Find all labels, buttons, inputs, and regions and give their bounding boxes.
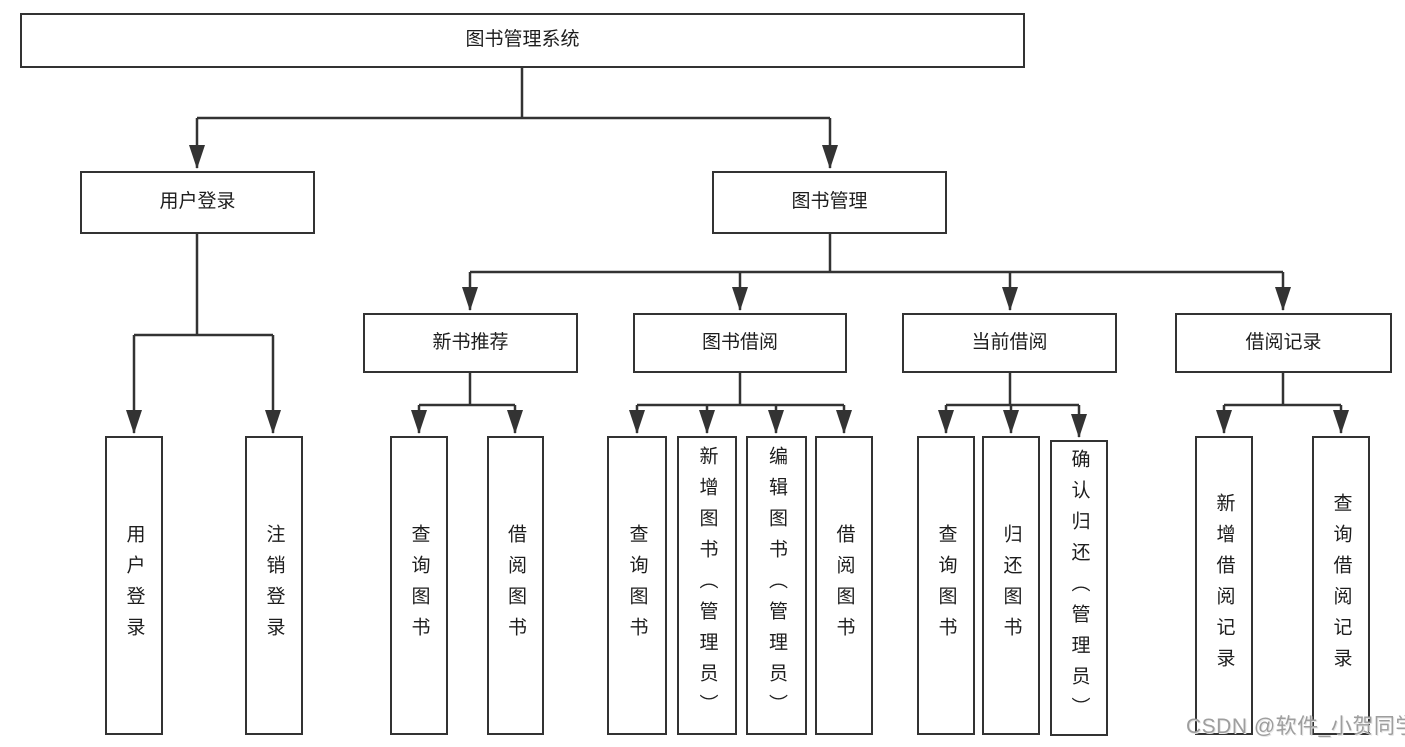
node-label: 图书管理 bbox=[791, 191, 868, 213]
node-leaf-user-login: 用户登录 bbox=[105, 436, 163, 735]
node-label: 注销登录 bbox=[263, 523, 285, 648]
node-label: 新书推荐 bbox=[432, 331, 509, 353]
node-label: 用户登录 bbox=[159, 191, 236, 213]
node-leaf-query-books-recommend: 查询图书 bbox=[390, 436, 448, 735]
node-leaf-logout: 注销登录 bbox=[245, 436, 303, 735]
node-leaf-confirm-return-admin: 确认归还（管理员） bbox=[1050, 440, 1108, 736]
node-leaf-return-books: 归还图书 bbox=[982, 436, 1040, 735]
node-label: 查询图书 bbox=[408, 523, 430, 648]
node-leaf-edit-books-admin: 编辑图书（管理员） bbox=[746, 436, 807, 735]
node-label: 查询图书 bbox=[626, 523, 648, 648]
node-new-book-recommendation: 新书推荐 bbox=[363, 313, 578, 373]
node-leaf-add-borrow-record: 新增借阅记录 bbox=[1195, 436, 1253, 735]
watermark: CSDN @软件_小贺同学 bbox=[1186, 715, 1405, 738]
node-label: 借阅记录 bbox=[1245, 331, 1322, 353]
node-leaf-query-books-borrow: 查询图书 bbox=[607, 436, 667, 735]
node-leaf-query-borrow-record: 查询借阅记录 bbox=[1312, 436, 1370, 735]
node-current-borrowing: 当前借阅 bbox=[902, 313, 1117, 373]
node-label: 图书管理系统 bbox=[465, 29, 580, 51]
node-label: 编辑图书（管理员） bbox=[766, 446, 787, 725]
node-leaf-borrow-books-recommend: 借阅图书 bbox=[487, 436, 544, 735]
node-label: 借阅图书 bbox=[505, 523, 526, 648]
node-leaf-borrow-books: 借阅图书 bbox=[815, 436, 873, 735]
node-leaf-add-books-admin: 新增图书（管理员） bbox=[677, 436, 737, 735]
node-label: 用户登录 bbox=[123, 523, 145, 648]
node-book-management-system: 图书管理系统 bbox=[20, 13, 1025, 68]
node-label: 图书借阅 bbox=[701, 331, 778, 353]
node-user-login: 用户登录 bbox=[80, 171, 315, 234]
node-borrowing-records: 借阅记录 bbox=[1175, 313, 1392, 373]
node-label: 当前借阅 bbox=[971, 331, 1048, 353]
node-label: 借阅图书 bbox=[833, 523, 855, 648]
node-label: 新增图书（管理员） bbox=[696, 446, 718, 725]
node-leaf-query-books-current: 查询图书 bbox=[917, 436, 975, 735]
node-book-borrowing: 图书借阅 bbox=[633, 313, 847, 373]
node-label: 确认归还（管理员） bbox=[1068, 448, 1090, 728]
node-label: 查询图书 bbox=[935, 523, 957, 648]
node-label: 归还图书 bbox=[1000, 523, 1022, 648]
node-label: 查询借阅记录 bbox=[1330, 492, 1352, 679]
node-label: 新增借阅记录 bbox=[1213, 492, 1235, 679]
node-book-management: 图书管理 bbox=[712, 171, 947, 234]
